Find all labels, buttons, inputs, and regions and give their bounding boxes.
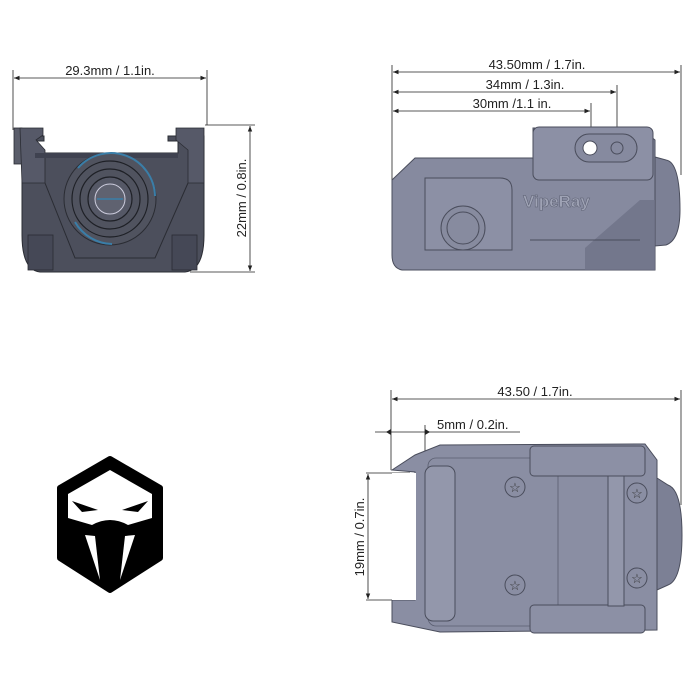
- side-view: 43.50mm / 1.7in. 34mm / 1.3in. 30mm /1.1…: [391, 57, 682, 271]
- svg-text:☆: ☆: [509, 480, 521, 495]
- lens-icon: [63, 152, 157, 246]
- brand-text: VipeRay: [523, 192, 590, 211]
- top-rail-label: 19mm / 0.7in.: [352, 498, 367, 577]
- front-width-label: 29.3mm / 1.1in.: [65, 63, 155, 78]
- screw-icon: ☆: [504, 574, 526, 596]
- front-height-label: 22mm / 0.8in.: [234, 159, 249, 238]
- svg-text:☆: ☆: [509, 578, 521, 593]
- top-view: 43.50 / 1.7in. 5mm / 0.2in. 19mm / 0.7in…: [352, 384, 683, 634]
- switch-button-icon: [440, 205, 486, 251]
- svg-text:☆: ☆: [631, 571, 643, 586]
- front-view: 29.3mm / 1.1in. 22mm / 0.8in.: [12, 63, 255, 273]
- viper-mask-logo-icon: [57, 456, 163, 593]
- top-offset-label: 5mm / 0.2in.: [437, 417, 509, 432]
- top-length-label: 43.50 / 1.7in.: [497, 384, 572, 399]
- side-laser-label: 34mm / 1.3in.: [486, 77, 565, 92]
- side-length-label: 43.50mm / 1.7in.: [489, 57, 586, 72]
- side-led-label: 30mm /1.1 in.: [473, 96, 552, 111]
- screw-icon: ☆: [504, 476, 526, 498]
- laser-icon: [610, 141, 624, 155]
- screw-icon: ☆: [626, 482, 648, 504]
- svg-text:☆: ☆: [631, 486, 643, 501]
- screw-icon: ☆: [626, 567, 648, 589]
- led-icon: [582, 140, 598, 156]
